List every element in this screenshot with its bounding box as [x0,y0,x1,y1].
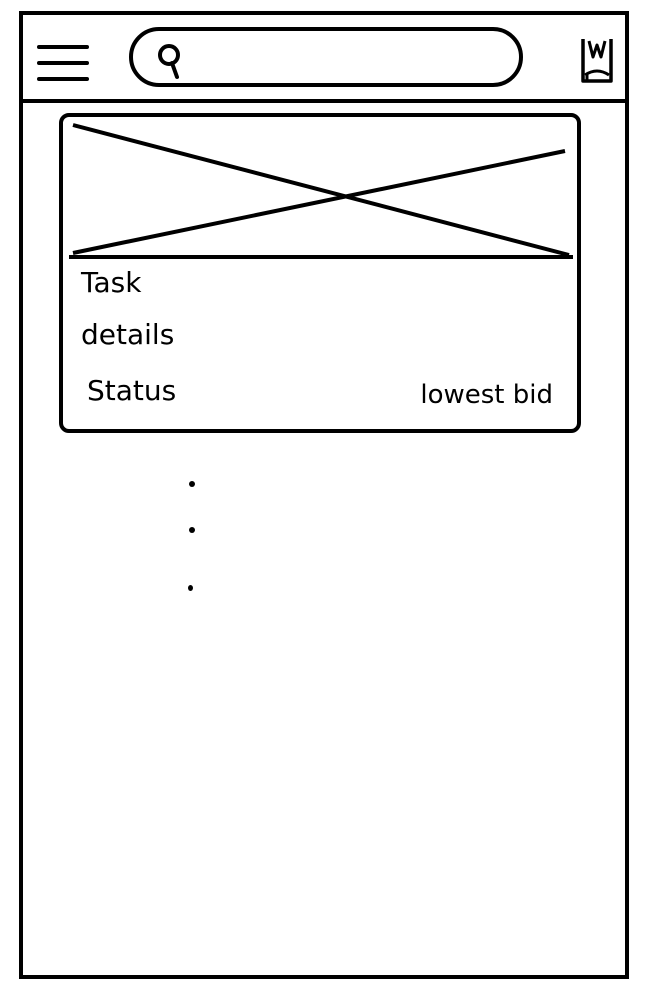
dot [189,481,195,487]
menu-line [37,77,89,81]
phone-frame: Task details Status lowest bid [19,11,629,979]
lowest-bid: lowest bid [420,380,553,410]
dot [189,527,195,533]
header-divider [23,99,625,103]
task-title: Task [81,266,142,299]
task-details: details [81,318,175,351]
hamburger-menu-icon[interactable] [37,43,89,83]
task-card[interactable]: Task details Status lowest bid [59,113,581,433]
image-placeholder [72,123,570,257]
search-bar[interactable] [129,27,523,87]
cart-icon[interactable] [579,35,615,85]
search-input[interactable] [193,41,497,75]
menu-line [37,45,89,49]
search-icon [158,44,180,79]
more-items-indicator [183,473,203,603]
app-header [23,15,625,103]
menu-line [37,61,89,65]
card-image-divider [69,255,573,259]
dot [188,585,193,591]
task-status: Status [87,374,177,407]
